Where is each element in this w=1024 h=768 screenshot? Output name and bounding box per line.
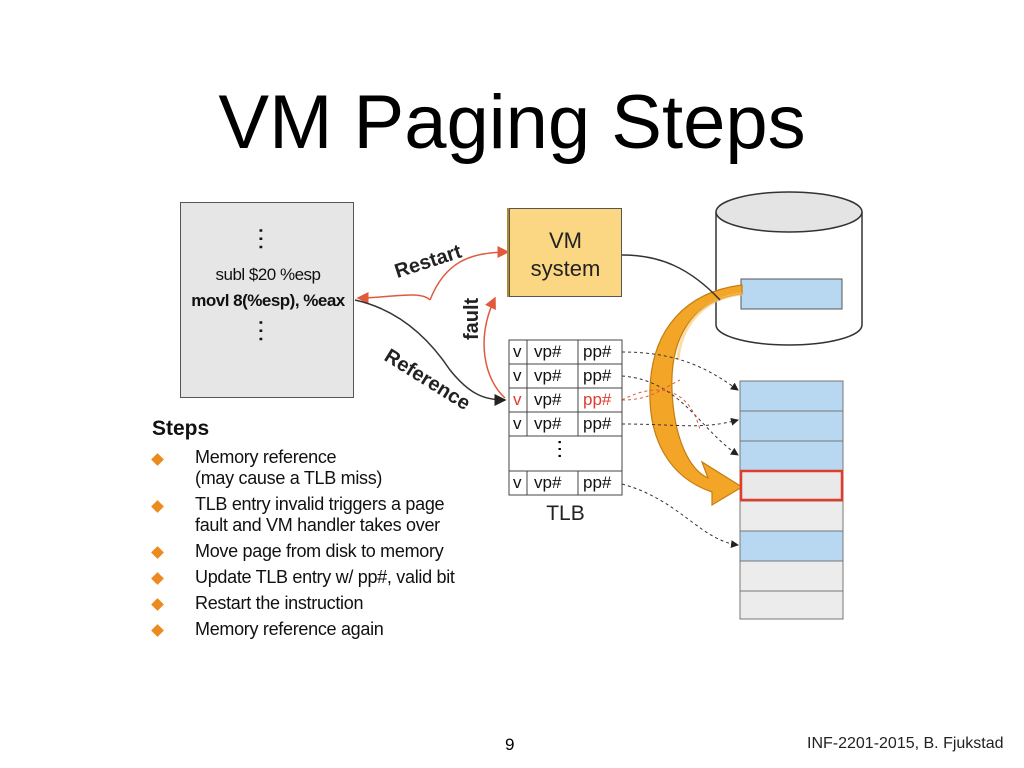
slide-title: VM Paging Steps bbox=[218, 80, 806, 165]
disk-icon bbox=[715, 191, 863, 346]
step-text: Memory reference again bbox=[195, 619, 384, 639]
step-item: Move page from disk to memory bbox=[195, 541, 444, 562]
restart-return bbox=[356, 291, 431, 304]
tlb-valid: v bbox=[513, 366, 522, 385]
vm-system-line2: system bbox=[530, 256, 601, 281]
step-item: Update TLB entry w/ pp#, valid bit bbox=[195, 567, 455, 588]
tlb-row: v vp# pp# bbox=[509, 471, 622, 495]
step-text: (may cause a TLB miss) bbox=[195, 468, 383, 488]
step-text: Update TLB entry w/ pp#, valid bit bbox=[195, 567, 455, 587]
vm-system-box: VM system bbox=[509, 208, 622, 297]
steps-heading: Steps bbox=[152, 417, 210, 440]
tlb-row: v vp# pp# bbox=[509, 364, 622, 388]
instruction-panel: … subl $20 %esp movl 8(%esp), %eax … bbox=[180, 202, 354, 398]
fault-arrow bbox=[483, 296, 506, 399]
tlb-row: v vp# pp# bbox=[509, 340, 622, 364]
tlb-row-highlighted: v vp# pp# bbox=[509, 388, 622, 412]
tlb-mappings bbox=[621, 351, 739, 549]
step-text: Move page from disk to memory bbox=[195, 541, 444, 561]
restart-arrow bbox=[429, 246, 510, 301]
step-item: Memory reference again bbox=[195, 619, 384, 640]
disk-page bbox=[740, 278, 843, 310]
tlb-valid: v bbox=[513, 342, 522, 361]
tlb-valid: v bbox=[513, 414, 522, 433]
tlb-vp: vp# bbox=[534, 390, 562, 409]
tlb-row: v vp# pp# bbox=[509, 412, 622, 436]
tlb-pp: pp# bbox=[583, 390, 612, 409]
fault-label: fault bbox=[461, 297, 483, 340]
reference-arrow bbox=[354, 299, 507, 406]
tlb-label: TLB bbox=[546, 502, 585, 525]
code-ellipsis-bottom: … bbox=[253, 317, 284, 344]
highlight-mapping bbox=[621, 379, 681, 401]
step-text: TLB entry invalid triggers a page bbox=[195, 494, 445, 514]
tlb-pp: pp# bbox=[583, 473, 612, 492]
target-frame bbox=[739, 469, 844, 502]
footer-credit: INF-2201-2015, B. Fjukstad bbox=[807, 735, 1004, 752]
step-item: TLB entry invalid triggers a page fault … bbox=[195, 494, 445, 536]
step-text: Restart the instruction bbox=[195, 593, 364, 613]
tlb-pp: pp# bbox=[583, 342, 612, 361]
step-text: Memory reference bbox=[195, 447, 337, 467]
tlb-pp: pp# bbox=[583, 366, 612, 385]
step-item: Restart the instruction bbox=[195, 593, 363, 614]
tlb-valid: v bbox=[513, 390, 522, 409]
tlb-pp: pp# bbox=[583, 414, 612, 433]
tlb-valid: v bbox=[513, 473, 522, 492]
page-number: 9 bbox=[505, 735, 515, 754]
tlb-vp: vp# bbox=[534, 342, 562, 361]
step-item: Memory reference (may cause a TLB miss) bbox=[195, 447, 382, 489]
code-line-movl: movl 8(%esp), %eax bbox=[191, 291, 345, 310]
step-text: fault and VM handler takes over bbox=[195, 515, 440, 535]
tlb-vp: vp# bbox=[534, 414, 562, 433]
vm-system-line1: VM bbox=[549, 228, 582, 253]
bullet-icons bbox=[151, 453, 164, 637]
page-in-arrow bbox=[649, 284, 744, 507]
vm-disk-link bbox=[621, 254, 721, 301]
code-line-subl: subl $20 %esp bbox=[215, 265, 321, 284]
tlb-grid bbox=[508, 339, 623, 496]
tlb-vp: vp# bbox=[534, 366, 562, 385]
tlb-vp: vp# bbox=[534, 473, 562, 492]
